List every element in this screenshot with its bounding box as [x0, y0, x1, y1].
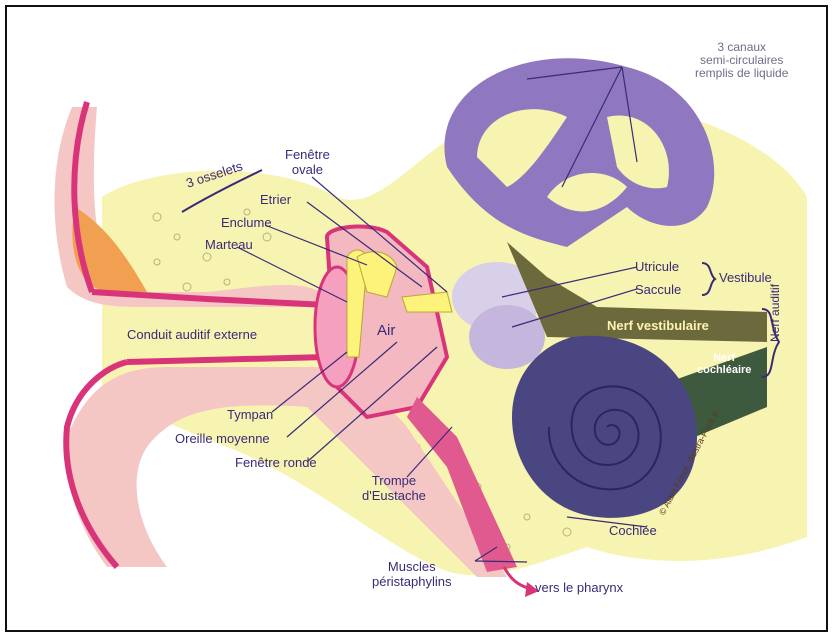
- label-marteau: Marteau: [205, 237, 253, 252]
- label-trompe: Trompe d'Eustache: [362, 473, 426, 503]
- label-nerf-vestibulaire: Nerf vestibulaire: [607, 319, 709, 333]
- saccule: [469, 305, 545, 369]
- label-etrier: Etrier: [260, 192, 291, 207]
- label-vestibule: Vestibule: [719, 270, 772, 285]
- diagram-frame: 3 canaux semi-circulaires remplis de liq…: [5, 5, 828, 632]
- label-cochlee: Cochlée: [609, 523, 657, 538]
- label-fenetre-ovale: Fenêtre ovale: [285, 147, 330, 177]
- label-conduit: Conduit auditif externe: [127, 327, 257, 342]
- label-oreille-moyenne: Oreille moyenne: [175, 431, 270, 446]
- label-saccule: Saccule: [635, 282, 681, 297]
- label-canaux: 3 canaux semi-circulaires remplis de liq…: [695, 41, 788, 80]
- label-utricule: Utricule: [635, 259, 679, 274]
- label-pharynx: vers le pharynx: [535, 580, 623, 595]
- label-air: Air: [377, 323, 395, 338]
- label-enclume: Enclume: [221, 215, 272, 230]
- label-nerf-auditif: Nerf auditif: [769, 284, 781, 342]
- label-tympan: Tympan: [227, 407, 273, 422]
- label-nerf-cochleaire: Nerf cochléaire: [697, 352, 751, 376]
- label-muscles: Muscles péristaphylins: [372, 559, 452, 589]
- label-fenetre-ronde: Fenêtre ronde: [235, 455, 317, 470]
